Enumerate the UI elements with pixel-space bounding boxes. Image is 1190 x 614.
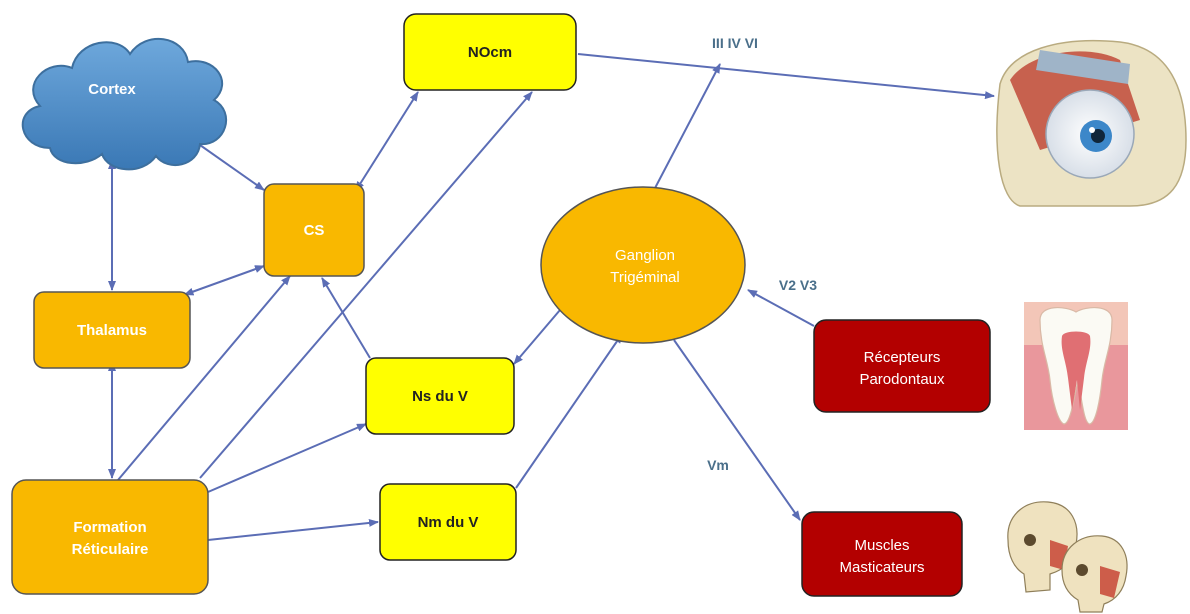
formation-node: Formation Réticulaire: [11, 479, 209, 595]
edge-recepteurs-ganglion: [747, 289, 815, 327]
tooth-pulp: [1061, 331, 1091, 410]
thalamus-box: [33, 291, 191, 369]
edges: [108, 53, 995, 541]
edge-cs-nocm: [355, 91, 419, 192]
cs-node: CS: [263, 183, 365, 277]
nm-label: Nm du V: [418, 514, 479, 531]
eye-illustration: [996, 39, 1187, 207]
nm-node: Nm du V: [379, 483, 517, 561]
recepteurs-node: Récepteurs Parodontaux: [813, 319, 991, 413]
ns-box: [365, 357, 515, 435]
edge-nm-ganglion: [515, 333, 623, 489]
cortex-label: Cortex: [88, 81, 136, 98]
edge-cortex-cs: [182, 132, 265, 191]
recepteurs-label-line1: Récepteurs: [864, 349, 941, 366]
edge-ganglion-ns: [513, 309, 561, 365]
cs-box: [263, 183, 365, 277]
edge-thalamus-cs: [183, 265, 265, 296]
thalamus-node: Thalamus: [33, 291, 191, 369]
label-oculomotor: III IV VI: [712, 35, 758, 51]
muscles-box: [801, 511, 963, 597]
edge-ganglion-oculomotor: [653, 63, 721, 191]
formation-box: [11, 479, 209, 595]
cortex-cloud-shape: [21, 37, 228, 171]
ganglion-node: Ganglion Trigéminal: [540, 186, 746, 344]
ns-node: Ns du V: [365, 357, 515, 435]
recepteurs-box: [813, 319, 991, 413]
muscles-node: Muscles Masticateurs: [801, 511, 963, 597]
muscles-label-line2: Masticateurs: [839, 559, 924, 576]
ns-label: Ns du V: [412, 388, 468, 405]
nocm-label: NOcm: [468, 44, 512, 61]
ganglion-label-line2: Trigéminal: [610, 269, 679, 286]
skull-front-eye: [1076, 564, 1088, 576]
tooth-illustration: [1024, 302, 1128, 430]
label-v2v3: V2 V3: [779, 277, 817, 293]
edge-formation-nocm: [199, 91, 533, 479]
formation-label-line2: Réticulaire: [72, 541, 149, 558]
skull-back-eye: [1024, 534, 1036, 546]
eye-highlight: [1089, 127, 1095, 133]
nocm-node: NOcm: [403, 13, 577, 91]
label-vm: Vm: [707, 457, 729, 473]
edge-ganglion-muscles: [673, 339, 801, 521]
recepteurs-label-line2: Parodontaux: [859, 371, 945, 388]
cs-label: CS: [304, 222, 325, 239]
eye-pupil: [1091, 129, 1105, 143]
ganglion-ellipse: [540, 186, 746, 344]
ganglion-label-line1: Ganglion: [615, 247, 675, 264]
thalamus-label: Thalamus: [77, 322, 147, 339]
nocm-box: [403, 13, 577, 91]
nm-box: [379, 483, 517, 561]
edge-ns-cs: [321, 277, 371, 359]
skulls-illustration: [1007, 501, 1128, 613]
cortex-node: Cortex: [21, 37, 228, 171]
skull-front-muscle: [1100, 566, 1120, 598]
edge-formation-ns: [207, 423, 367, 493]
edge-nocm-eye: [577, 53, 995, 100]
edge-formation-nm: [207, 518, 379, 541]
formation-label-line1: Formation: [73, 519, 146, 536]
eye-muscle-band: [1036, 50, 1130, 84]
edge-formation-cs: [117, 275, 291, 481]
muscles-label-line1: Muscles: [854, 537, 909, 554]
